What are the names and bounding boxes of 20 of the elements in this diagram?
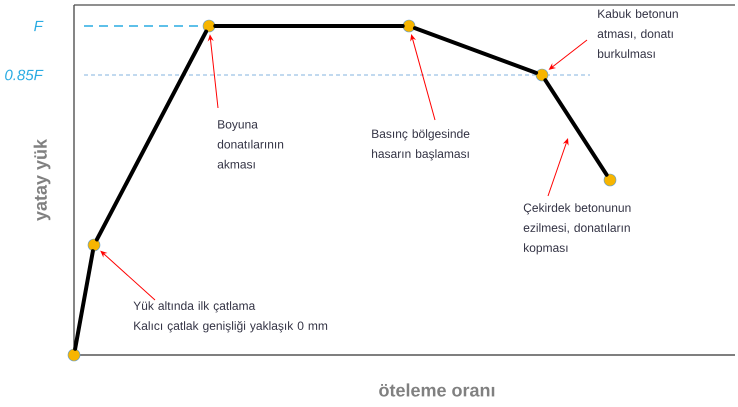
- curve-segment: [543, 78, 609, 177]
- curve-segment: [94, 30, 208, 242]
- curve-segment: [213, 24, 405, 28]
- data-point: [202, 20, 216, 32]
- data-point: [88, 238, 100, 252]
- axis-title: yatay yük: [34, 138, 50, 221]
- data-point: [402, 20, 416, 32]
- data-point: [536, 68, 548, 82]
- curve-segment: [412, 26, 538, 75]
- axis-value: F: [34, 20, 44, 32]
- axis-value: 0.85F: [5, 70, 44, 80]
- axis-title: öteleme oranı: [379, 383, 494, 397]
- data-point: [604, 174, 616, 186]
- annotation-text: Boyuna donatılarının akması: [218, 120, 284, 169]
- annotation-text: Basınç bölgesinde hasarın başlaması: [372, 129, 470, 160]
- annotation-text: Kabuk betonun atması, donatı burkulması: [598, 9, 678, 58]
- annotation-text: Yük altında ilk çatlama Kalıcı çatlak genişliği yaklaşık 0 mm: [133, 301, 328, 332]
- annotation-text: Çekirdek betonunun ezilmesi, donatıların kopması: [524, 203, 630, 254]
- data-point: [68, 348, 80, 362]
- curve-segment: [73, 249, 95, 351]
